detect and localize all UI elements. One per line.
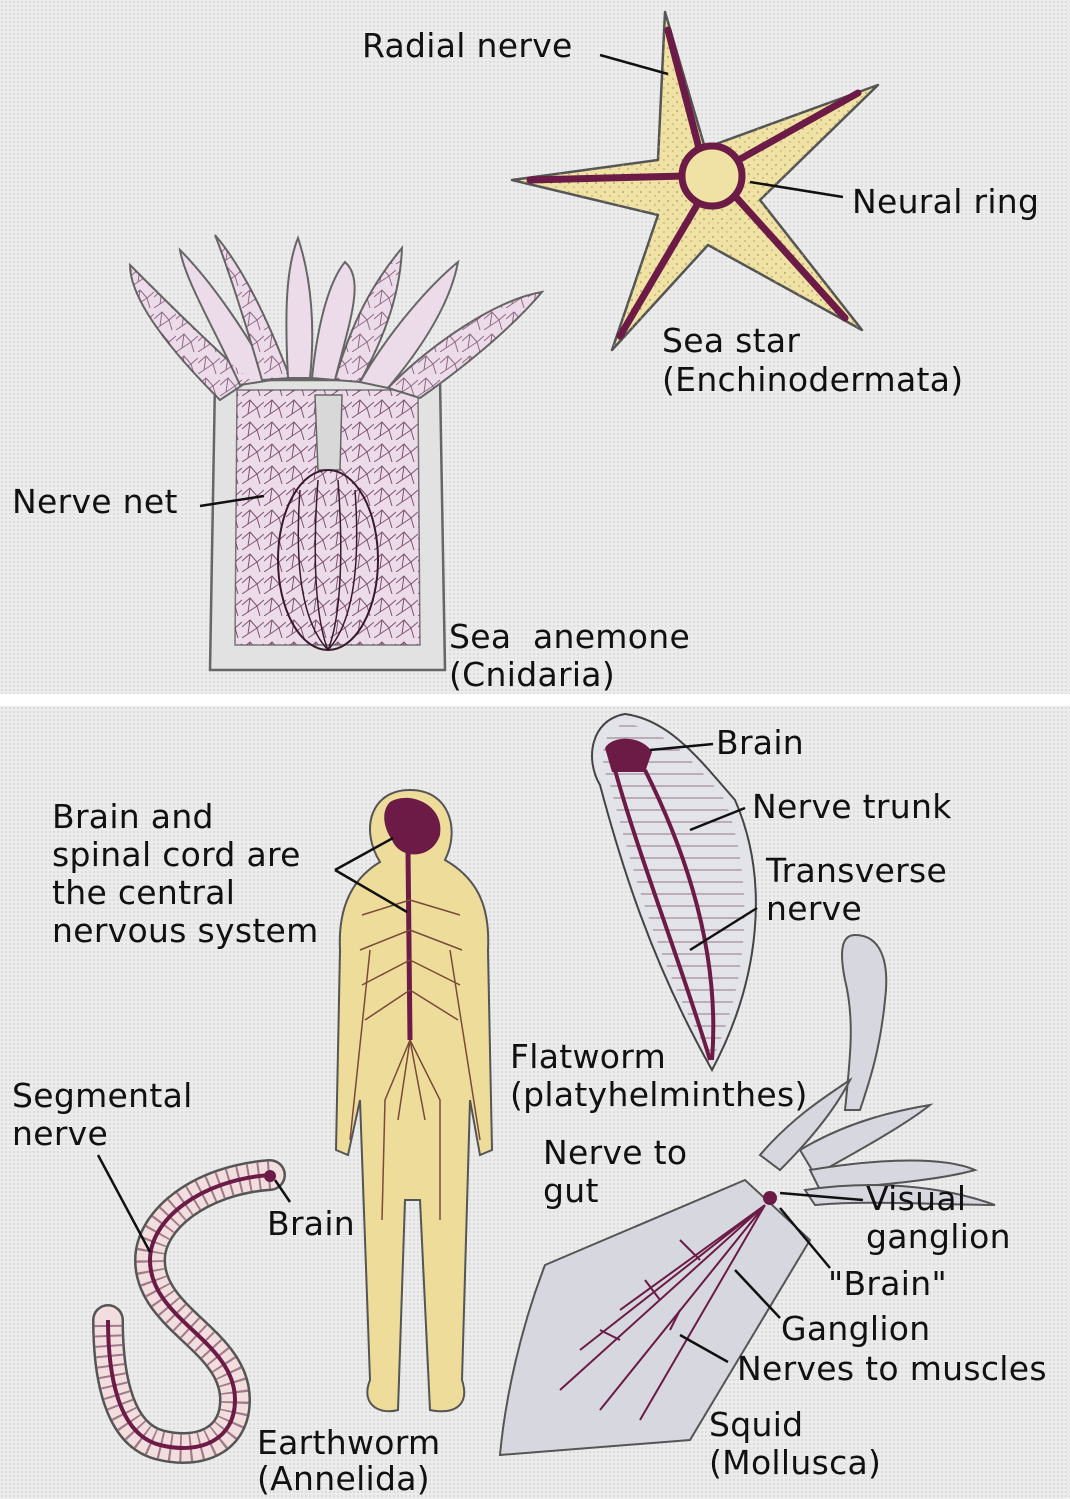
earthworm-illustration — [108, 1170, 276, 1448]
squid-brain-label: "Brain" — [828, 1265, 947, 1303]
ganglion-label: Ganglion — [781, 1310, 931, 1348]
radial-nerve-label: Radial nerve — [362, 27, 573, 65]
visual-ganglion — [763, 1191, 777, 1205]
spinal-cord — [408, 850, 410, 1040]
flatworm-phylum: (platyhelminthes) — [510, 1076, 808, 1114]
squid-name: Squid — [709, 1406, 803, 1444]
earthworm-name: Earthworm — [257, 1424, 441, 1462]
earthworm-brain — [264, 1170, 276, 1182]
earthworm-brain-label: Brain — [267, 1205, 355, 1243]
transverse-nerve-label-line1: Transverse — [766, 852, 947, 890]
cns-label-line4: nervous system — [52, 912, 319, 950]
flatworm-name: Flatworm — [510, 1038, 666, 1076]
segmental-nerve-label-line1: Segmental — [12, 1077, 193, 1115]
nerve-to-gut-label-line2: gut — [543, 1172, 599, 1210]
cns-label-line3: the central — [52, 874, 235, 912]
cns-label-line1: Brain and — [52, 798, 214, 836]
sea-star-phylum: (Enchinodermata) — [662, 361, 963, 399]
sea-anemone-name: Sea anemone — [449, 618, 690, 656]
transverse-nerve-label-line2: nerve — [766, 890, 862, 928]
flatworm-illustration — [592, 714, 756, 1070]
earthworm-phylum: (Annelida) — [257, 1460, 430, 1498]
neural-ring-label: Neural ring — [852, 183, 1039, 221]
flatworm-brain-label: Brain — [716, 724, 804, 762]
neural-ring — [682, 146, 742, 206]
nerve-to-gut-label-line1: Nerve to — [543, 1134, 687, 1172]
sea-anemone-phylum: (Cnidaria) — [449, 656, 615, 694]
visual-ganglion-label-line2: ganglion — [866, 1218, 1011, 1256]
segmental-nerve-label-line2: nerve — [12, 1115, 108, 1153]
sea-star-name: Sea star — [662, 322, 800, 360]
nerve-net-label: Nerve net — [12, 483, 178, 521]
nerve-trunk-label: Nerve trunk — [752, 788, 952, 826]
cns-label-line2: spinal cord are — [52, 836, 301, 874]
nerves-to-muscles-label: Nerves to muscles — [737, 1350, 1047, 1388]
visual-ganglion-label-line1: Visual — [866, 1180, 966, 1218]
sea-anemone-illustration — [130, 235, 542, 670]
squid-phylum: (Mollusca) — [709, 1444, 881, 1482]
